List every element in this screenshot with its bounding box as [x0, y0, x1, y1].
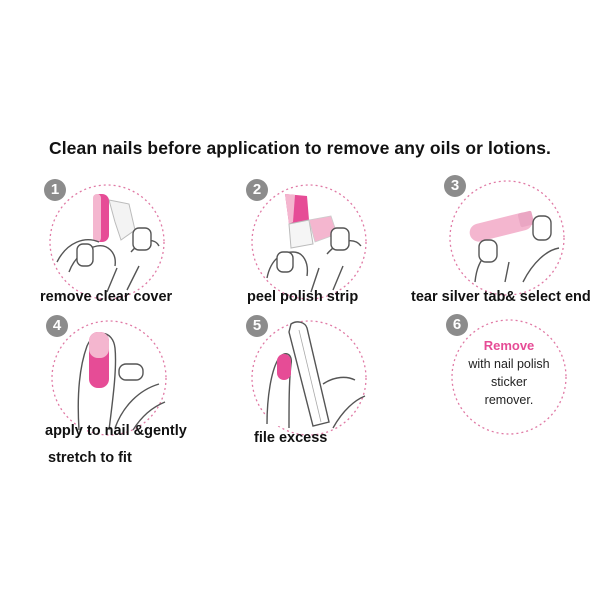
step-4-number-badge: 4 [46, 315, 68, 337]
step-5-number-badge: 5 [246, 315, 268, 337]
step-2: 2 [246, 179, 369, 302]
step-6-note-highlight: Remove [483, 338, 535, 353]
step-1-caption: remove clear cover [40, 289, 173, 305]
step-2-caption: peel polish strip [247, 289, 359, 305]
step-6-number-badge: 6 [446, 314, 468, 336]
step-6-note-line-3: remover. [484, 393, 534, 407]
step-3-illustration [449, 180, 565, 296]
step-1: 1 [44, 179, 167, 302]
step-4-caption-line-2: stretch to fit [48, 450, 132, 466]
step-4-caption-line-1: apply to nail &gently [45, 423, 187, 439]
step-6-note-line-2: sticker [490, 375, 528, 389]
step-2-illustration [251, 184, 367, 300]
step-6-note-line-1: with nail polish [468, 357, 550, 371]
step-5-illustration [251, 320, 367, 436]
step-3: 3 [444, 175, 567, 298]
step-1-number-badge: 1 [44, 179, 66, 201]
step-3-caption: tear silver tab& select end [411, 289, 591, 305]
instructions-headline: Clean nails before application to remove… [48, 138, 552, 158]
step-3-number-badge: 3 [444, 175, 466, 197]
step-4-illustration [51, 320, 167, 436]
step-5: 5 [246, 315, 369, 438]
step-6: 6 Remove with nail polish sticker remove… [446, 314, 569, 437]
step-4: 4 [46, 315, 169, 438]
step-5-caption: file excess [254, 430, 328, 446]
step-6-circle [451, 319, 567, 435]
step-2-number-badge: 2 [246, 179, 268, 201]
step-1-illustration [49, 184, 165, 300]
